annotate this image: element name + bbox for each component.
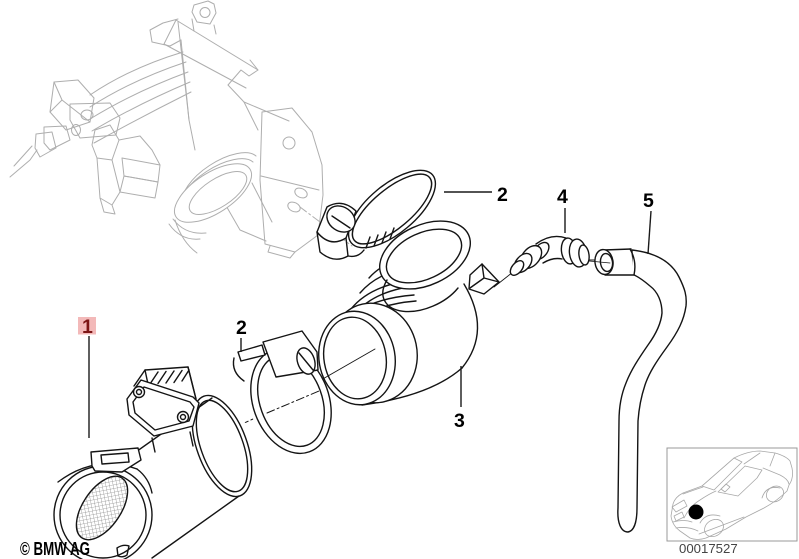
svg-text:1: 1 bbox=[82, 316, 93, 338]
svg-text:5: 5 bbox=[643, 190, 654, 212]
svg-text:© BMW AG: © BMW AG bbox=[20, 539, 90, 559]
svg-text:4: 4 bbox=[557, 186, 568, 208]
svg-text:2: 2 bbox=[236, 317, 247, 339]
svg-text:3: 3 bbox=[454, 410, 465, 432]
svg-text:00017527: 00017527 bbox=[679, 541, 738, 556]
svg-text:2: 2 bbox=[497, 184, 508, 206]
